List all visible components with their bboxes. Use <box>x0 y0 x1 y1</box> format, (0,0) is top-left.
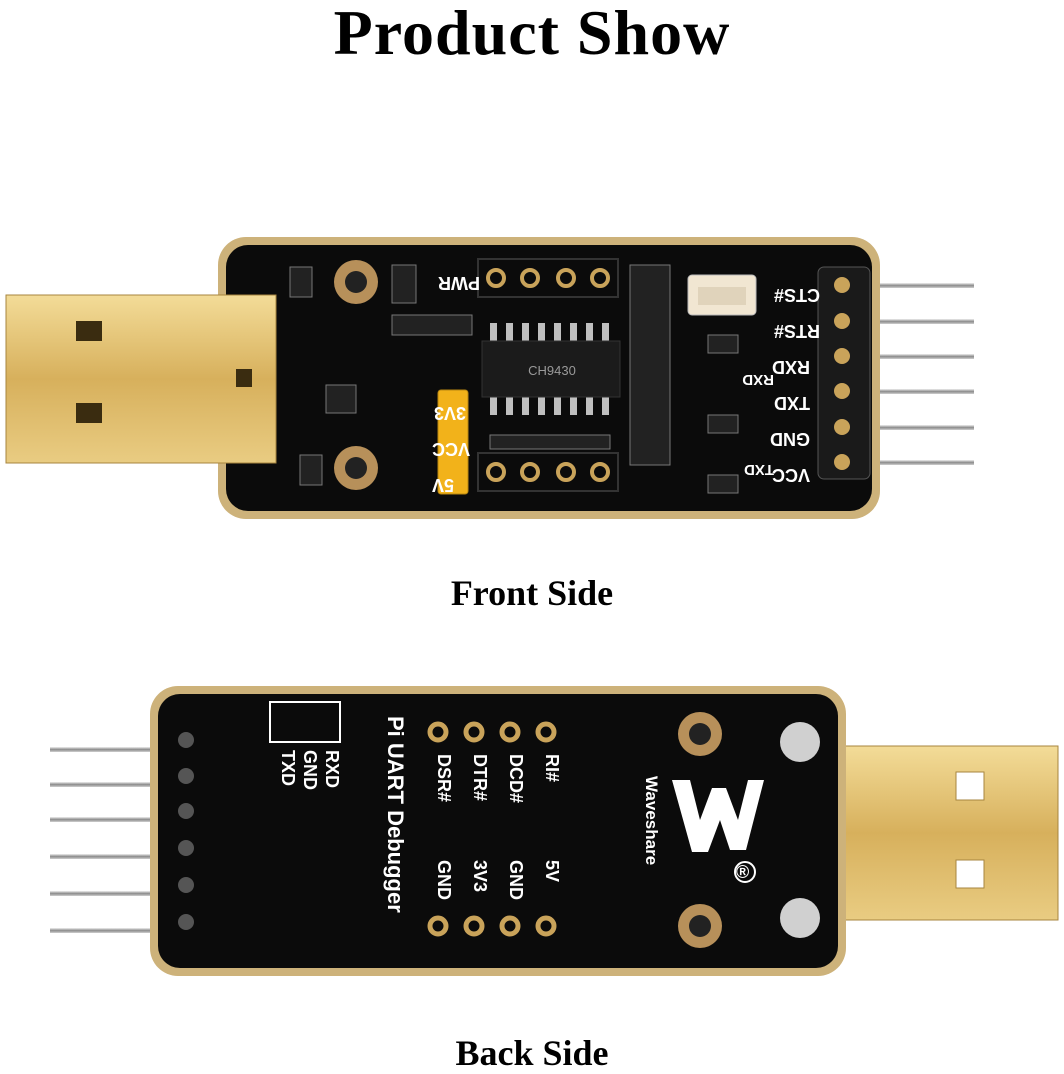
silk-cts: CTS# <box>774 285 820 305</box>
voltage-jumper <box>437 389 469 495</box>
silk-txd: TXD <box>774 393 810 413</box>
back-label-gnd: GND <box>300 750 320 790</box>
back-header-holes <box>178 732 194 930</box>
dip-pads <box>477 258 619 492</box>
back-label-txd: TXD <box>278 750 298 786</box>
silk-rts: RTS# <box>774 321 820 341</box>
back-pads <box>427 721 557 937</box>
pad-label-dtr: DTR# <box>470 754 490 801</box>
jumper-label-3v3: 3V3 <box>434 403 466 423</box>
pwr-label: PWR <box>438 273 480 293</box>
back-label-rxd: RXD <box>322 750 342 788</box>
usb-plug-front <box>5 294 277 464</box>
ch9430-chip: CH9430 <box>481 323 621 415</box>
page-title: Product Show <box>333 0 731 68</box>
pad-label-dsr: DSR# <box>434 754 454 802</box>
pin-header-block <box>817 266 871 480</box>
pad-label-gnd-1: GND <box>506 860 526 900</box>
pad-label-gnd-2: GND <box>434 860 454 900</box>
pad-label-dcd: DCD# <box>506 754 526 803</box>
pcb-back <box>158 694 838 968</box>
led-label-rxd: RXD <box>742 371 774 388</box>
led-label-txd: TXD <box>744 461 774 478</box>
usb-plug-back <box>835 745 1059 921</box>
back-side-caption: Back Side <box>455 1033 609 1073</box>
header-bracket <box>269 701 341 743</box>
front-side-caption: Front Side <box>450 573 614 613</box>
waveshare-logo-icon <box>672 780 764 852</box>
pad-label-ri: RI# <box>542 754 562 782</box>
silk-vcc: VCC <box>772 465 810 485</box>
header-pads <box>834 277 850 470</box>
header-pins <box>870 283 974 465</box>
jumper-label-vcc: VCC <box>432 439 470 459</box>
back-mounting-holes <box>678 712 820 948</box>
mounting-holes <box>334 260 378 490</box>
registered-mark: ® <box>736 862 749 882</box>
back-side-board-image: RXD GND TXD Pi UART Debugger Waveshare R… <box>50 686 1059 976</box>
product-name: Pi UART Debugger <box>383 716 408 913</box>
pad-label-5v: 5V <box>542 860 562 882</box>
silk-rxd: RXD <box>772 357 810 377</box>
smd-components <box>289 264 739 494</box>
pad-label-3v3: 3V3 <box>470 860 490 892</box>
brand-name: Waveshare <box>642 776 661 865</box>
jumper-label-5v: 5V <box>432 475 454 495</box>
registered-circle <box>734 861 756 883</box>
back-header-pins <box>50 747 160 933</box>
silk-gnd: GND <box>770 429 810 449</box>
chip-marking: CH9430 <box>528 363 576 378</box>
front-side-board-image: CTS# RTS# RXD TXD GND VCC CH9430 3V3 <box>5 237 974 519</box>
